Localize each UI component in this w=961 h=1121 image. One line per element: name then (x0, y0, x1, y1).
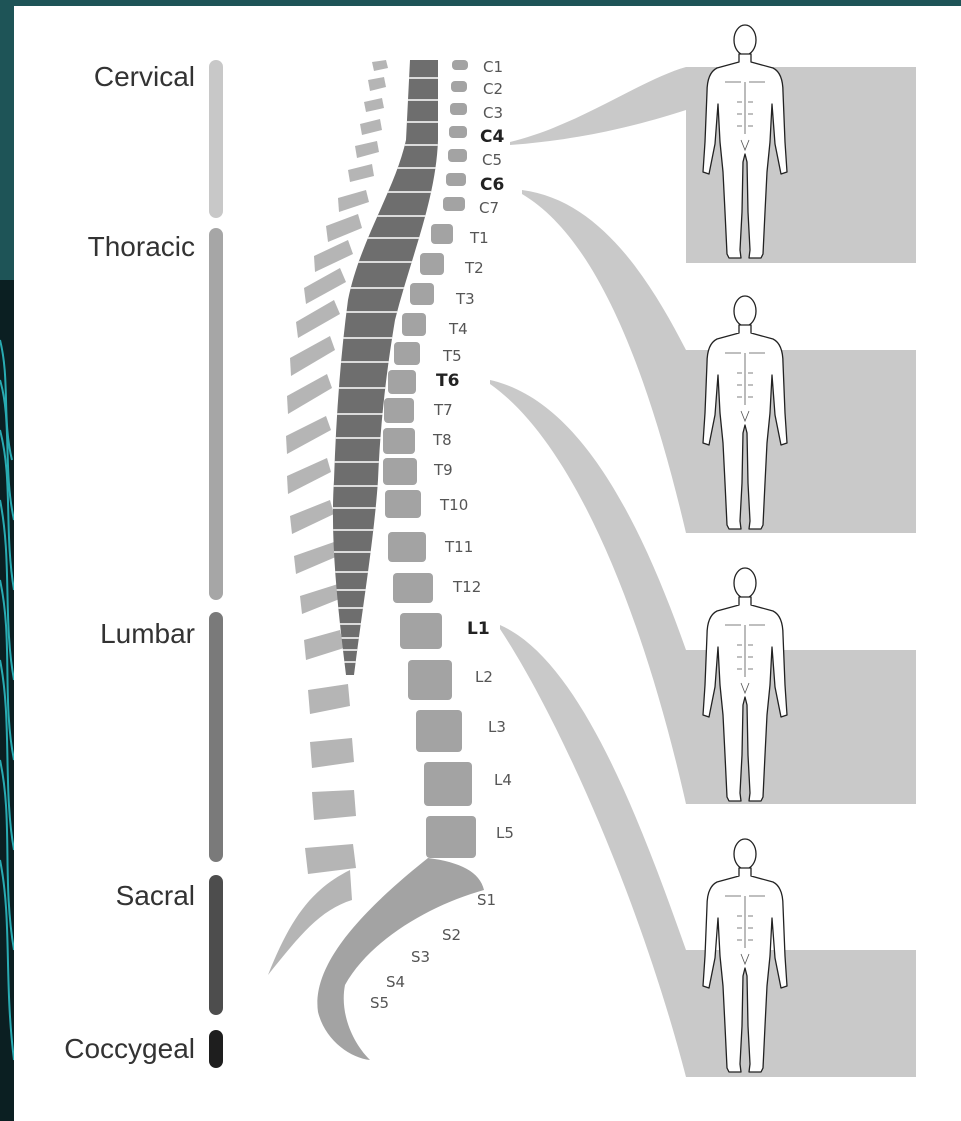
level-label-t5: T5 (442, 347, 462, 365)
dermatome-shading-group (490, 67, 916, 1077)
region-bar-coccygeal (209, 1030, 223, 1068)
vertebral-body-t12 (393, 573, 433, 603)
region-label-cervical: Cervical (94, 61, 195, 92)
level-label-l3: L3 (488, 718, 506, 736)
vertebral-body-c2 (451, 81, 467, 92)
vertebral-body-c5 (448, 149, 467, 162)
vertebral-body-t7 (384, 398, 414, 423)
vertebral-body-c6 (446, 173, 466, 186)
vertebral-body-t11 (388, 532, 426, 562)
level-label-c1: C1 (483, 58, 503, 76)
level-label-t1: T1 (469, 229, 489, 247)
vertebral-body-t9 (383, 458, 417, 485)
level-label-t9: T9 (433, 461, 453, 479)
vertebral-body-c3 (450, 103, 467, 115)
level-label-t3: T3 (455, 290, 475, 308)
level-label-l1: L1 (467, 619, 490, 639)
level-label-l4: L4 (494, 771, 512, 789)
region-label-thoracic: Thoracic (88, 231, 195, 262)
level-label-c5: C5 (482, 151, 502, 169)
vertebral-body-t1 (431, 224, 453, 244)
level-label-c7: C7 (479, 199, 499, 217)
region-label-coccygeal: Coccygeal (64, 1033, 195, 1064)
level-label-t4: T4 (448, 320, 468, 338)
level-label-c4: C4 (480, 127, 504, 147)
vertebral-body-t10 (385, 490, 421, 518)
level-label-l2: L2 (475, 668, 493, 686)
region-bar-thoracic (209, 228, 223, 600)
level-label-t8: T8 (432, 431, 452, 449)
level-label-t7: T7 (433, 401, 453, 419)
vertebral-body-t8 (383, 428, 415, 454)
region-bar-sacral (209, 875, 223, 1015)
level-label-l5: L5 (496, 824, 514, 842)
vertebral-body-t4 (402, 313, 426, 336)
region-bar-cervical (209, 60, 223, 218)
vertebral-body-t3 (410, 283, 434, 305)
level-label-c3: C3 (483, 104, 503, 122)
level-label-s4: S4 (386, 973, 405, 991)
vertebral-body-l1 (400, 613, 442, 649)
vertebral-body-l5 (426, 816, 476, 858)
level-label-s1: S1 (477, 891, 496, 909)
level-label-t12: T12 (452, 578, 481, 596)
vertebral-body-c7 (443, 197, 465, 211)
level-label-c2: C2 (483, 80, 503, 98)
level-label-c6: C6 (480, 175, 504, 195)
vertebral-body-l3 (416, 710, 462, 752)
level-label-t2: T2 (464, 259, 484, 277)
vertebral-body-c1 (452, 60, 468, 70)
vertebral-body-l2 (408, 660, 452, 700)
level-label-s3: S3 (411, 948, 430, 966)
vertebral-body-t5 (394, 342, 420, 365)
level-label-s2: S2 (442, 926, 461, 944)
level-label-t10: T10 (439, 496, 468, 514)
region-label-lumbar: Lumbar (100, 618, 195, 649)
vertebral-body-c4 (449, 126, 467, 138)
region-bars (209, 60, 223, 1068)
region-bar-lumbar (209, 612, 223, 862)
vertebral-body-t2 (420, 253, 444, 275)
vertebral-body-t6 (388, 370, 416, 394)
region-label-sacral: Sacral (116, 880, 195, 911)
level-label-t6: T6 (436, 371, 459, 391)
level-label-s5: S5 (370, 994, 389, 1012)
vertebral-body-l4 (424, 762, 472, 806)
level-label-t11: T11 (444, 538, 473, 556)
